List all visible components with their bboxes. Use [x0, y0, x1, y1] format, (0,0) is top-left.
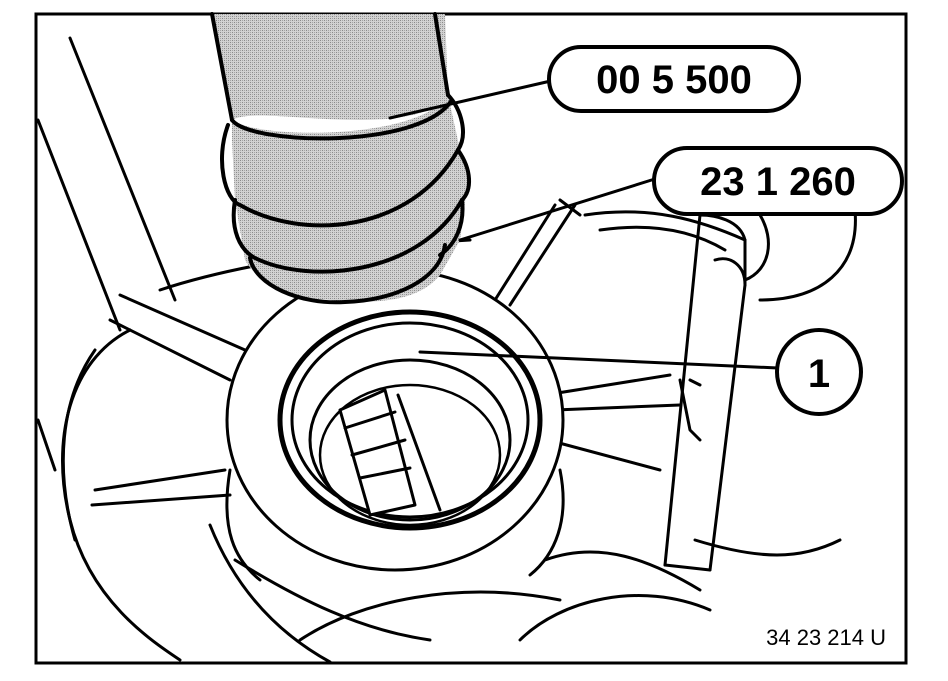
tool-fork-23-1-260	[663, 208, 857, 572]
piston-1	[338, 388, 442, 517]
callout-label-23-1-260: 23 1 260	[700, 160, 856, 204]
callout-1: 1	[775, 328, 863, 416]
caliper-bore	[225, 268, 565, 582]
caliper-housing	[36, 36, 842, 664]
tool-tube-00-5-500	[210, 12, 471, 305]
leader-lines	[388, 78, 780, 370]
figure-reference: 34 23 214 U	[766, 625, 886, 650]
callout-label-00-5-500: 00 5 500	[596, 58, 752, 102]
callout-23-1-260: 23 1 260	[652, 146, 904, 216]
callout-00-5-500: 00 5 500	[547, 45, 801, 113]
callout-label-1: 1	[808, 352, 830, 396]
